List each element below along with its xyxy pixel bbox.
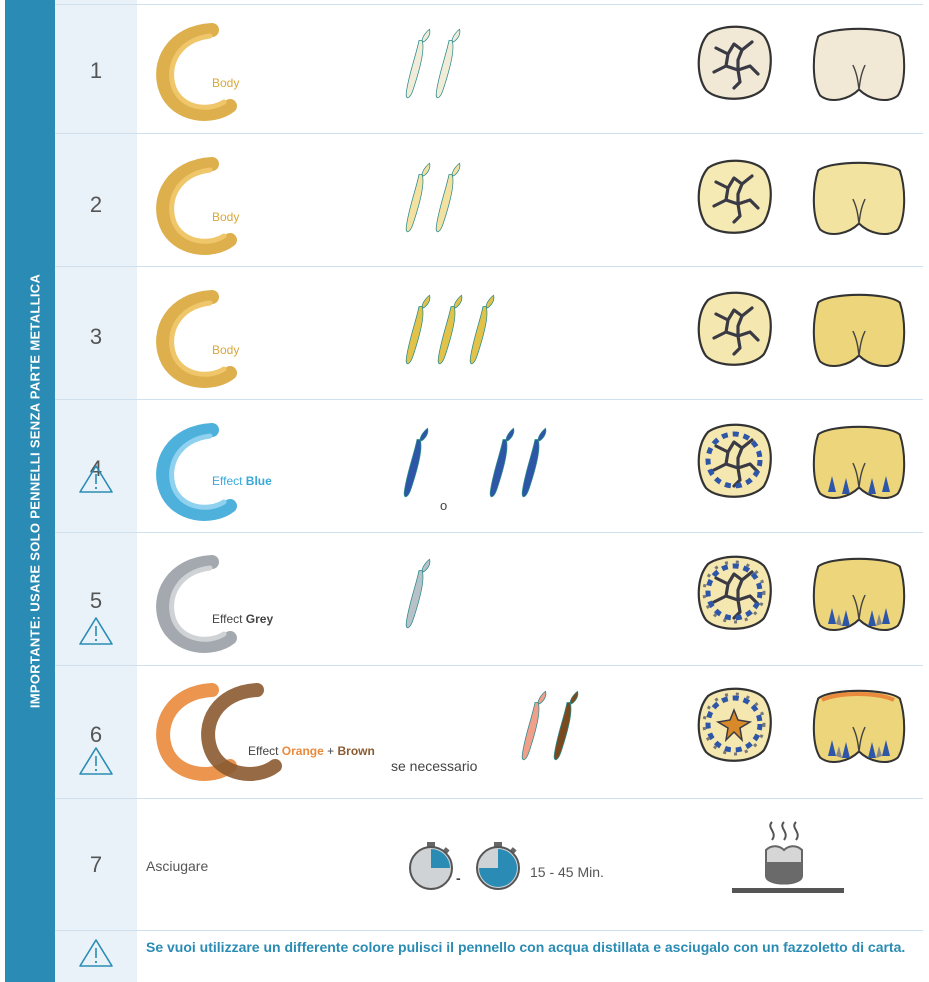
brush-icon <box>404 292 434 372</box>
brush-icon <box>552 688 582 768</box>
timer-icon <box>407 840 455 890</box>
effect-grey-name: Grey <box>246 612 273 626</box>
incisor-icon <box>808 684 910 766</box>
incisor-icon <box>808 552 910 634</box>
brush-icon <box>404 160 434 240</box>
brush-icon <box>436 292 466 372</box>
divider <box>55 532 923 533</box>
divider <box>55 4 923 5</box>
effect-grey-label: Effect Grey <box>212 612 273 626</box>
if-needed-note: se necessario <box>391 758 477 774</box>
brush-icon <box>520 425 550 505</box>
incisor-icon <box>808 156 910 238</box>
effect-grey-swirl-icon <box>150 552 250 657</box>
brush-icon <box>404 556 434 636</box>
step-number: 1 <box>55 58 137 84</box>
body-label: Body <box>212 343 239 357</box>
effect-brown-name: Brown <box>338 744 375 758</box>
sidebar: IMPORTANTE: USARE SOLO PENNELLI SENZA PA… <box>5 0 55 982</box>
effect-orange-name: Orange <box>282 744 324 758</box>
effect-orange-brown-label: Effect Orange + Brown <box>248 744 375 758</box>
dry-instruction: Asciugare <box>146 858 208 874</box>
step-number: 3 <box>55 324 137 350</box>
effect-blue-label: Effect Blue <box>212 474 272 488</box>
brush-icon <box>402 425 432 505</box>
molar-icon <box>694 288 774 368</box>
step-number: 6 <box>55 722 137 748</box>
molar-icon <box>694 156 774 236</box>
brush-icon <box>404 26 434 106</box>
brush-icon <box>434 26 464 106</box>
cleaning-note: Se vuoi utilizzare un differente colore … <box>146 938 918 957</box>
molar-icon <box>694 22 774 102</box>
body-swirl-icon <box>150 287 250 392</box>
sidebar-important-note: IMPORTANTE: USARE SOLO PENNELLI SENZA PA… <box>28 274 43 708</box>
molar-icon <box>694 684 774 764</box>
step-number: 2 <box>55 192 137 218</box>
incisor-icon <box>808 288 910 370</box>
molar-icon <box>694 420 774 500</box>
divider <box>55 665 923 666</box>
divider <box>55 399 923 400</box>
warning-icon <box>78 746 114 776</box>
molar-icon <box>694 552 774 632</box>
body-swirl-icon <box>150 154 250 259</box>
body-swirl-icon <box>150 20 250 125</box>
effect-brown-swirl-icon <box>195 680 295 785</box>
timer-icon <box>474 840 522 890</box>
brush-icon <box>488 425 518 505</box>
body-label: Body <box>212 76 239 90</box>
body-label: Body <box>212 210 239 224</box>
warning-icon <box>78 616 114 646</box>
divider <box>55 930 923 931</box>
brush-icon <box>520 688 550 768</box>
drying-oven-icon <box>728 818 848 896</box>
divider <box>55 798 923 799</box>
step-number: 7 <box>55 852 137 878</box>
brush-icon <box>434 160 464 240</box>
or-connector: o <box>440 498 447 513</box>
incisor-icon <box>808 22 910 104</box>
warning-icon <box>78 938 114 968</box>
incisor-icon <box>808 420 910 502</box>
brush-icon <box>468 292 498 372</box>
effect-blue-swirl-icon <box>150 420 250 525</box>
effect-blue-name: Blue <box>246 474 272 488</box>
divider <box>55 133 923 134</box>
step-number: 5 <box>55 588 137 614</box>
timer-separator: - <box>456 870 461 886</box>
drying-time: 15 - 45 Min. <box>530 864 604 880</box>
warning-icon <box>78 464 114 494</box>
divider <box>55 266 923 267</box>
